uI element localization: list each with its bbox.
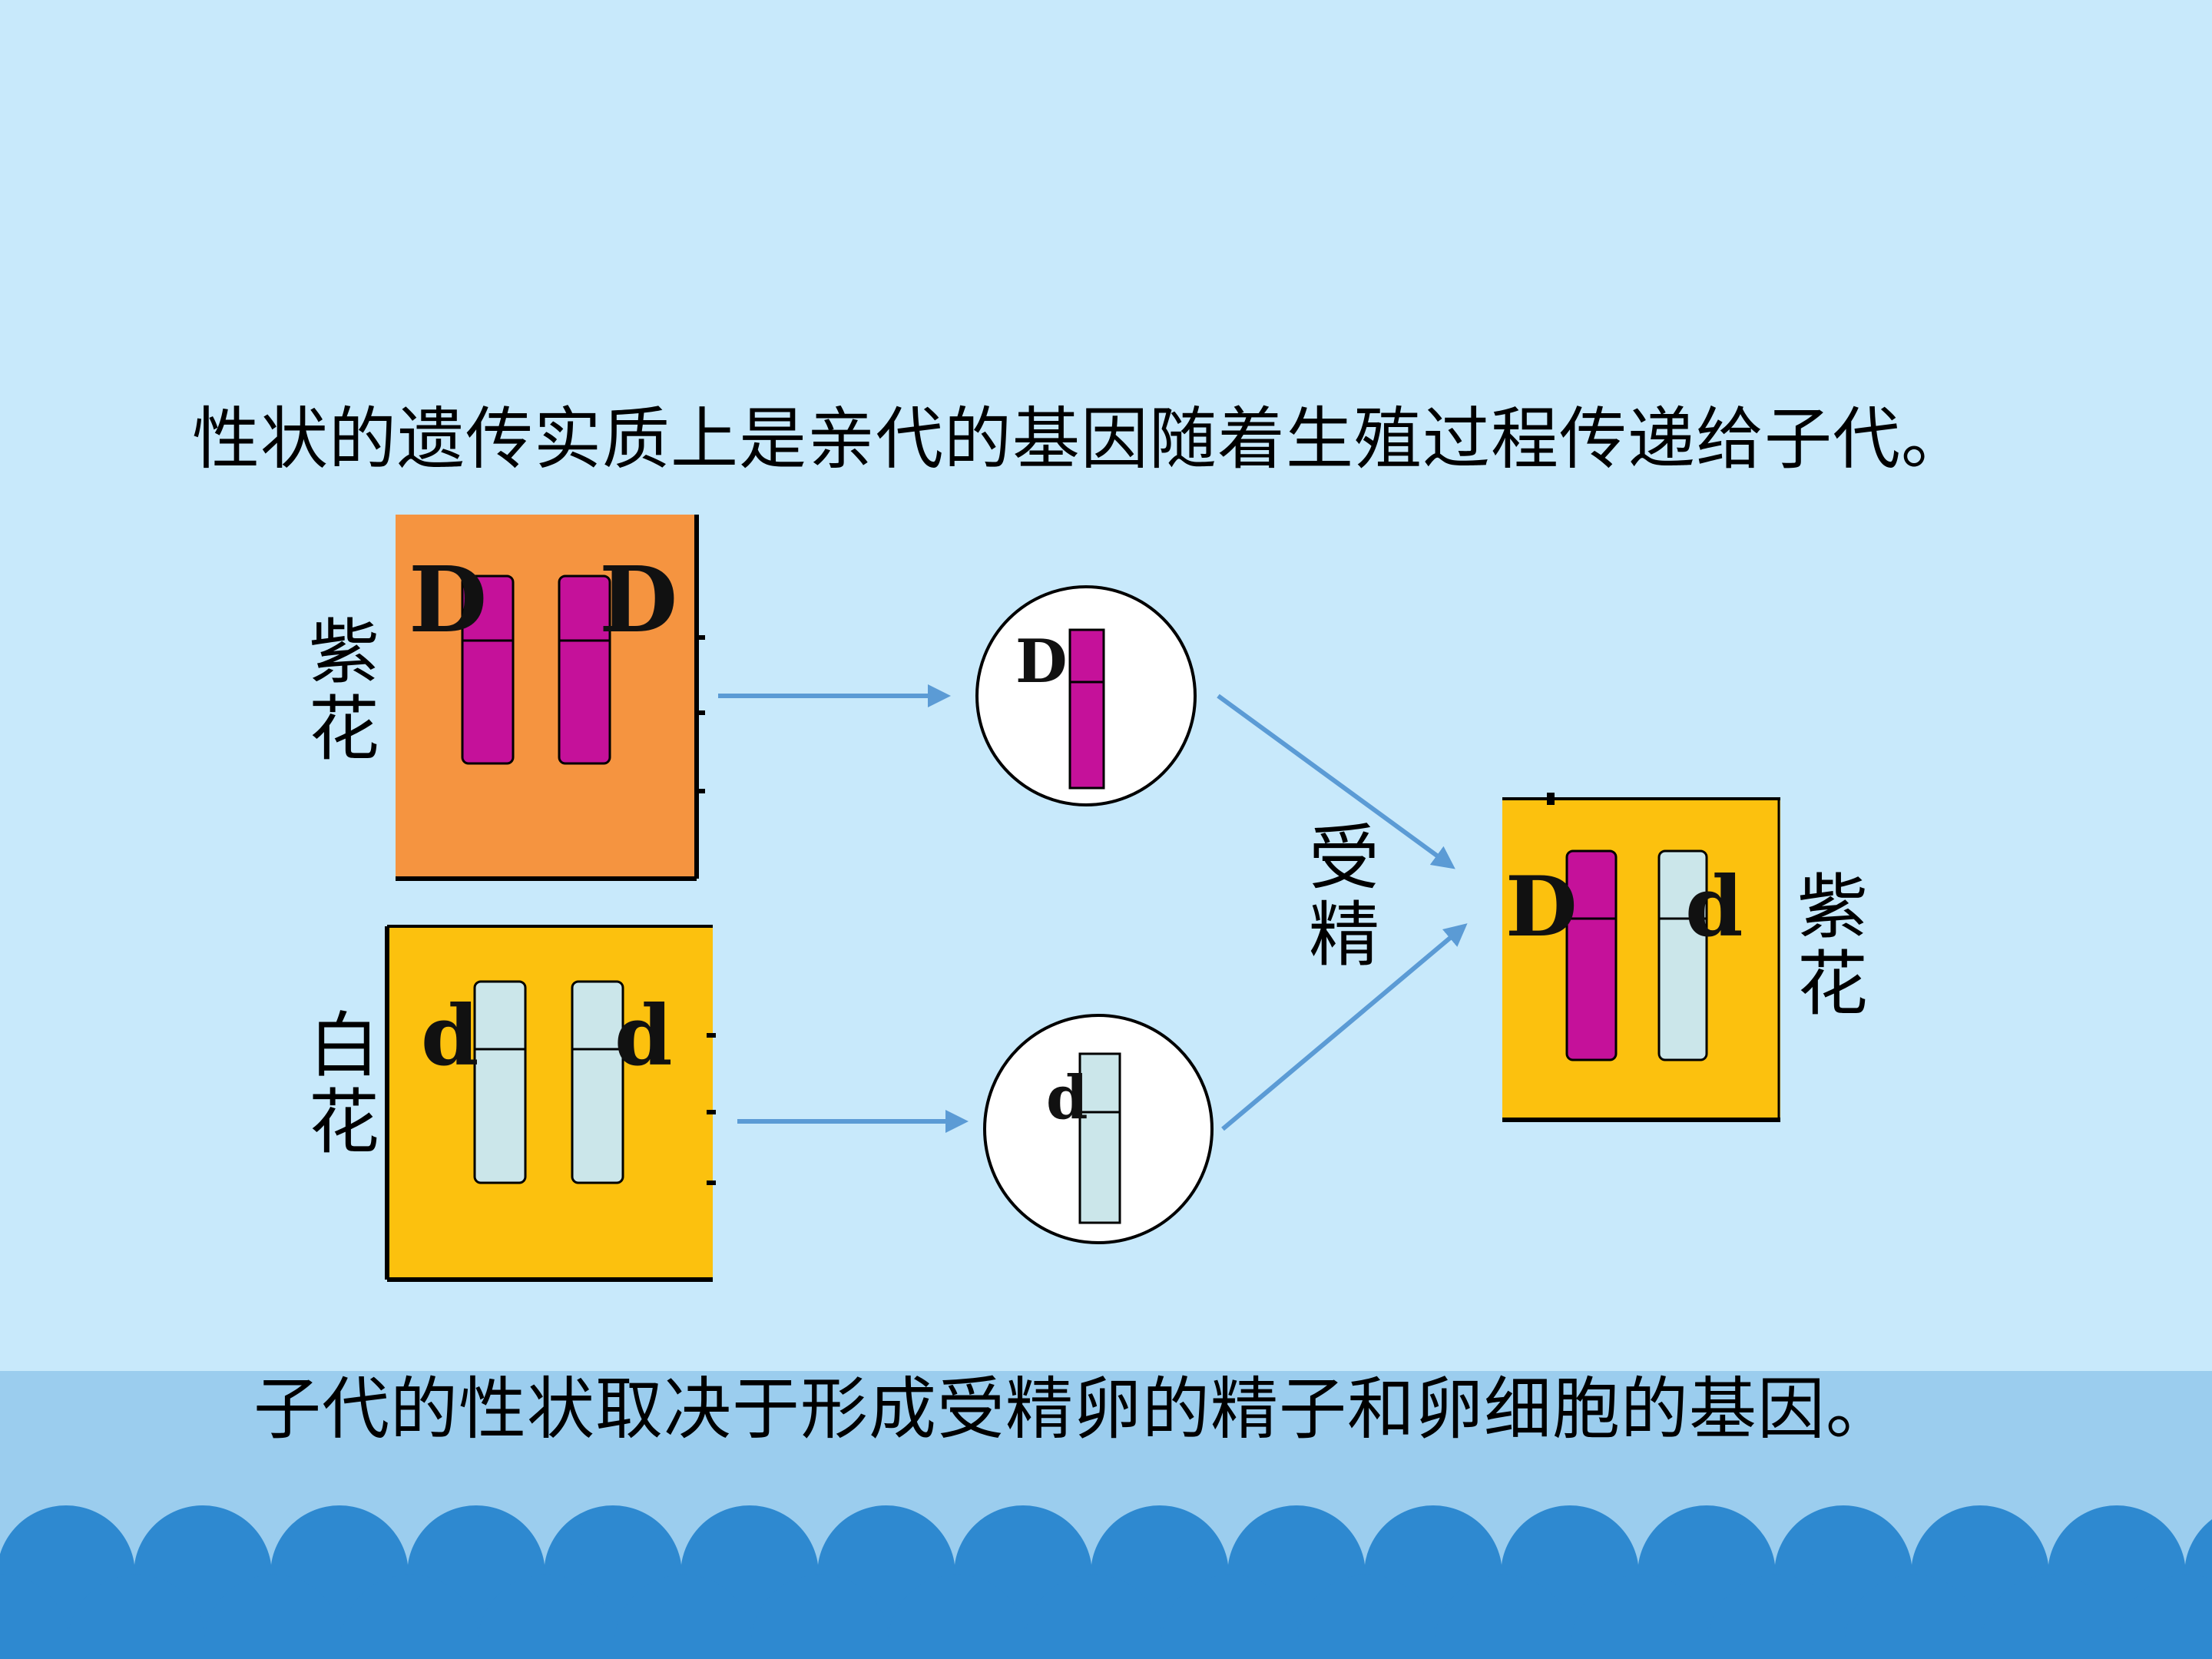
chromosome-left xyxy=(473,980,527,1184)
wave-bump xyxy=(1298,1575,1436,1659)
wave-bump xyxy=(614,1575,753,1659)
wave-bump xyxy=(2118,1575,2212,1659)
wave-bump xyxy=(341,1575,479,1659)
wave-bump xyxy=(0,1575,69,1659)
wave-bump xyxy=(751,1575,889,1659)
parent-white-cell: d d xyxy=(385,925,716,1282)
allele-label: d xyxy=(421,988,479,1084)
allele-label: D xyxy=(1015,627,1068,697)
wave-bump xyxy=(1025,1575,1163,1659)
allele-label: d xyxy=(1685,859,1743,955)
wave-bump xyxy=(1982,1575,2120,1659)
wave-bump xyxy=(204,1575,343,1659)
gamete-top: D xyxy=(975,585,1197,806)
bottom-statement: 子代的性状取决于形成受精卵的精子和卵细胞的基因。 xyxy=(253,1369,1895,1449)
wave-bump xyxy=(888,1575,1026,1659)
gamete-bottom: d xyxy=(983,1014,1214,1244)
chromosome-right xyxy=(571,980,624,1184)
parent-purple-cell: D D xyxy=(396,515,705,881)
wave-bump xyxy=(1708,1575,1846,1659)
chromosome-right xyxy=(558,575,611,765)
wave-bump xyxy=(68,1575,206,1659)
chromosome-right xyxy=(1657,849,1708,1061)
chromosome-left xyxy=(461,575,515,765)
allele-label: d xyxy=(614,988,673,1084)
wave-bump xyxy=(1435,1575,1573,1659)
wave-bump xyxy=(1845,1575,1983,1659)
allele-label: D xyxy=(1505,859,1578,955)
wave-bump xyxy=(478,1575,616,1659)
top-statement: 性状的遗传实质上是亲代的基因随着生殖过程传递给子代。 xyxy=(192,399,1970,478)
parent-purple-label: 紫 花 xyxy=(308,611,379,770)
offspring-cell: D d xyxy=(1502,793,1780,1122)
arrow-gamete-bottom-to-offspring xyxy=(1221,923,1468,1131)
allele-label: d xyxy=(1046,1063,1088,1133)
offspring-label: 紫 花 xyxy=(1796,866,1868,1025)
fertilization-label: 受 精 xyxy=(1308,817,1379,976)
chromosome-left xyxy=(1565,849,1618,1061)
wave-base xyxy=(0,1644,2212,1659)
allele-label: D xyxy=(599,546,677,653)
arrow-gamete-top-to-offspring xyxy=(1217,694,1455,869)
allele-label: D xyxy=(409,546,487,653)
parent-white-label: 白 花 xyxy=(308,1005,379,1164)
wave-bump xyxy=(1571,1575,1710,1659)
wave-bump xyxy=(1161,1575,1300,1659)
